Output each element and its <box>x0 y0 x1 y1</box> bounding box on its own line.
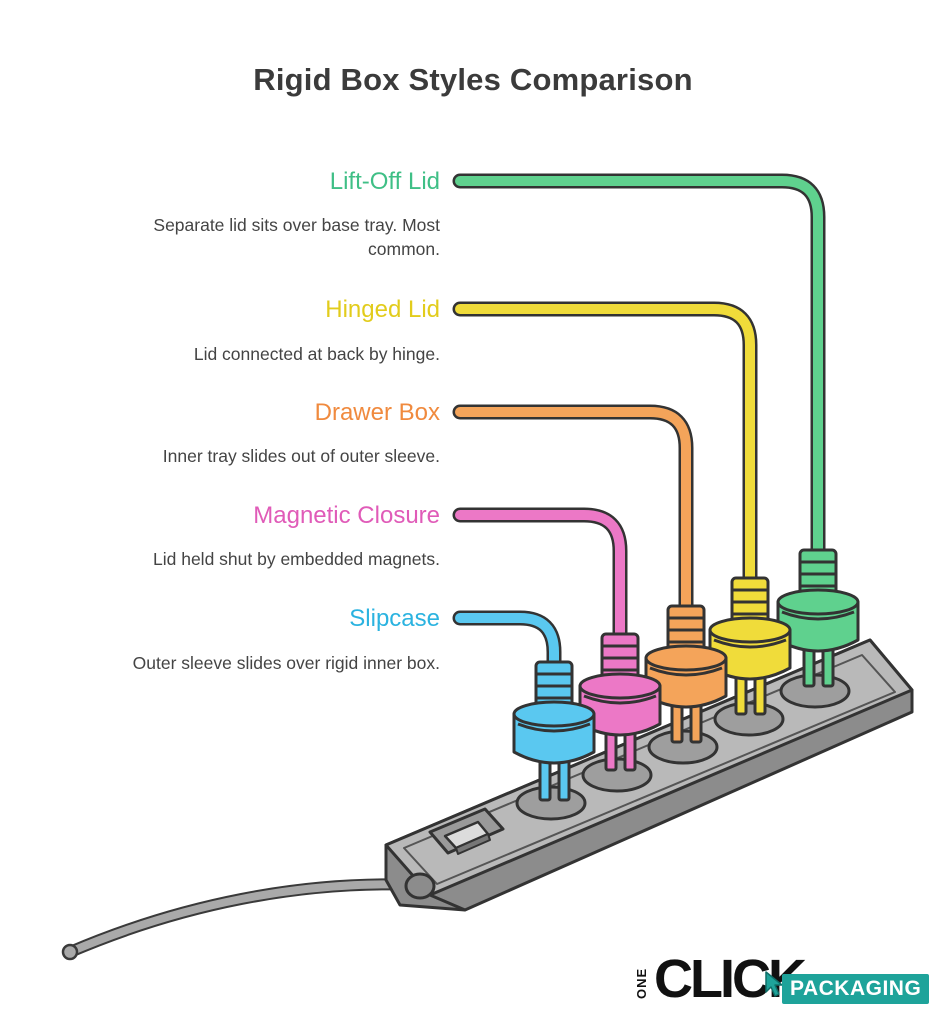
cursor-icon <box>765 971 783 997</box>
plug-icon <box>512 660 596 802</box>
logo-one-text: ONE <box>634 967 649 999</box>
item-title-hinged-lid: Hinged Lid <box>325 296 440 323</box>
item-desc-lift-off-lid: Separate lid sits over base tray. Most c… <box>153 215 440 259</box>
item-title-drawer-box: Drawer Box <box>314 399 440 426</box>
plug-icon <box>776 548 860 688</box>
item-desc-magnetic-closure: Lid held shut by embedded magnets. <box>153 549 440 569</box>
logo-packaging-text: PACKAGING <box>782 974 930 1004</box>
item-desc-drawer-box: Inner tray slides out of outer sleeve. <box>162 446 440 466</box>
item-title-slipcase: Slipcase <box>349 605 440 632</box>
plug-icon <box>644 604 728 744</box>
logo-click-text: CLICK <box>654 949 807 1009</box>
item-desc-hinged-lid: Lid connected at back by hinge. <box>193 344 440 364</box>
item-title-magnetic-closure: Magnetic Closure <box>253 502 440 529</box>
brand-logo: ONE CLICK PACKAGING <box>634 952 934 1006</box>
item-desc-slipcase: Outer sleeve slides over rigid inner box… <box>132 653 440 673</box>
page-title: Rigid Box Styles Comparison <box>253 62 693 97</box>
plug-icon <box>578 632 662 772</box>
power-switch-icon <box>428 807 505 855</box>
item-title-lift-off-lid: Lift-Off Lid <box>329 168 440 195</box>
